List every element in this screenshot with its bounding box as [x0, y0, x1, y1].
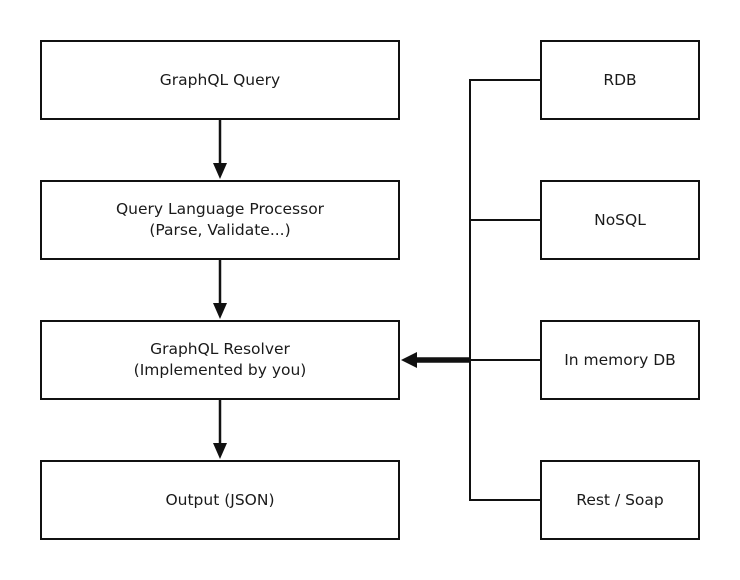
node-sublabel: (Parse, Validate...) [149, 221, 291, 239]
node-label: GraphQL Query [159, 70, 281, 89]
node-rest-soap: Rest / Soap [540, 460, 700, 540]
arrow-resolver-to-output [213, 400, 227, 459]
node-sublabel: (Implemented by you) [133, 361, 307, 379]
node-graphql-query: GraphQL Query [40, 40, 400, 120]
node-query-language-processor: Query Language Processor (Parse, Validat… [40, 180, 400, 260]
arrow-processor-to-resolver [213, 260, 227, 319]
arrow-query-to-processor [213, 120, 227, 179]
node-nosql: NoSQL [540, 180, 700, 260]
data-source-trunk-line [469, 79, 540, 501]
node-label: Rest / Soap [576, 490, 664, 509]
node-label: In memory DB [564, 350, 676, 369]
thick-arrow-sources-to-resolver [401, 352, 470, 368]
node-label: Query Language Processor [115, 200, 325, 218]
node-label: Output (JSON) [165, 490, 275, 509]
node-in-memory-db: In memory DB [540, 320, 700, 400]
node-label: NoSQL [594, 210, 646, 229]
node-label: RDB [603, 70, 637, 89]
node-rdb: RDB [540, 40, 700, 120]
node-graphql-resolver: GraphQL Resolver (Implemented by you) [40, 320, 400, 400]
node-output-json: Output (JSON) [40, 460, 400, 540]
node-label: GraphQL Resolver [150, 340, 290, 358]
